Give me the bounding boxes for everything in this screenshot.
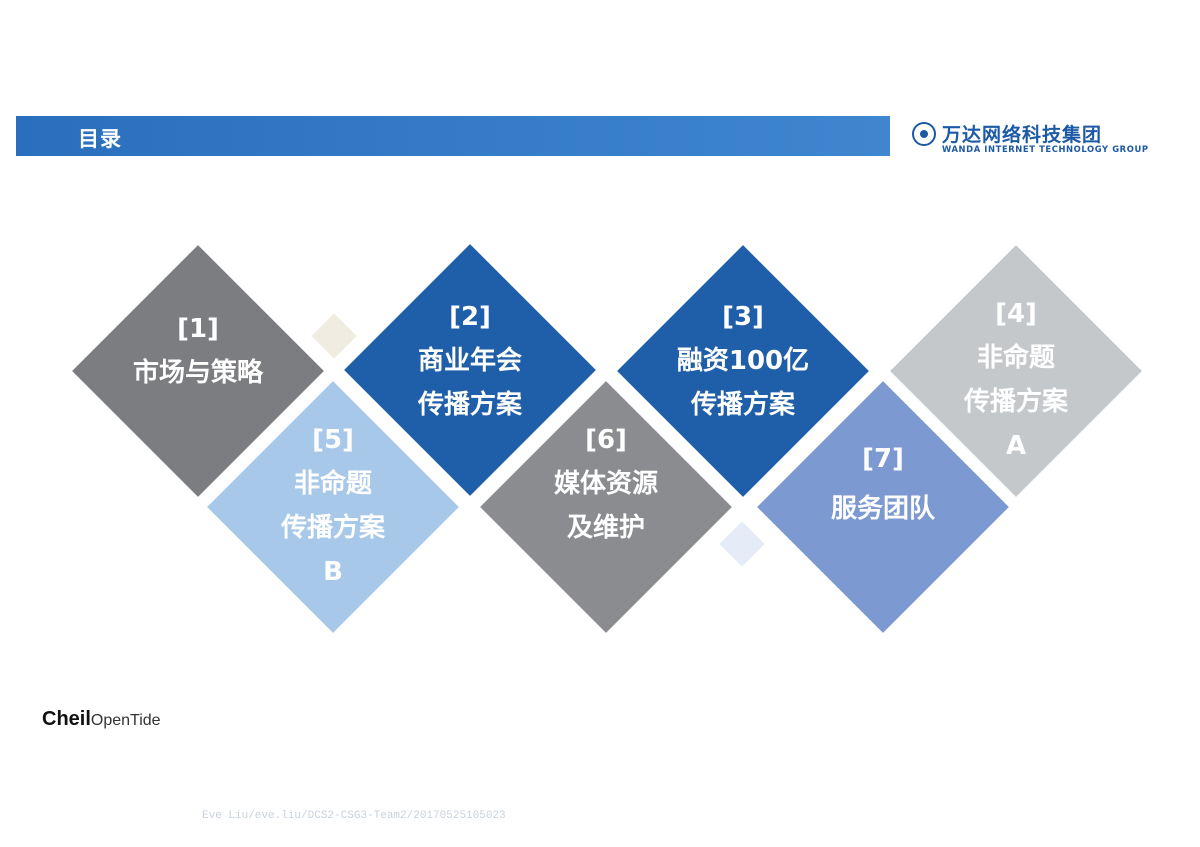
section-label-4: [4] 非命题 传播方案 A [916,292,1116,468]
section-number: [4] [995,299,1037,329]
section-label-3: [3] 融资100亿 传播方案 [643,295,843,427]
section-subtitle: 传播方案 [417,390,522,420]
section-subtitle: 传播方案 [690,390,795,420]
section-variant: A [1005,431,1027,461]
decorative-diamond [719,521,765,567]
section-subtitle: 传播方案 [963,387,1068,417]
section-label-6: [6] 媒体资源 及维护 [506,418,706,550]
brand-name-en: WANDA INTERNET TECHNOLOGY GROUP [942,144,1149,154]
section-number: [5] [312,425,354,455]
section-number: [6] [585,425,627,455]
wanda-logo-icon [912,122,936,146]
section-label-5: [5] 非命题 传播方案 B [233,418,433,594]
section-title: 非命题 [976,343,1055,373]
logo-bold-text: Cheil [42,708,91,730]
cheil-logo: CheilOpenTide [42,708,161,731]
brand-name-cn: 万达网络科技集团 [942,124,1103,146]
section-title: 商业年会 [417,346,522,376]
section-subtitle: 传播方案 [280,513,385,543]
section-title: 非命题 [293,469,372,499]
section-subtitle: 及维护 [566,513,645,543]
section-title: 媒体资源 [553,469,658,499]
section-label-7: [7] 服务团队 [783,437,983,531]
section-label-2: [2] 商业年会 传播方案 [370,295,570,427]
section-title: 市场与策略 [132,358,263,388]
decorative-diamond [311,313,357,359]
logo-light-text: OpenTide [90,712,161,729]
section-number: [2] [449,302,491,332]
section-variant: B [323,557,343,587]
section-label-1: [1] 市场与策略 [98,307,298,395]
section-number: [1] [177,314,219,344]
section-number: [7] [862,444,904,474]
section-title: 融资100亿 [676,346,810,376]
section-number: [3] [722,302,764,332]
brand-logo: 万达网络科技集团 WANDA INTERNET TECHNOLOGY GROUP [912,120,1152,160]
header-bar: 目录 [16,116,890,156]
page-title: 目录 [78,127,122,151]
section-title: 服务团队 [830,494,935,524]
document-watermark: Eve Liu/eve.liu/DCS2-CSG3-Team2/20170525… [202,810,506,822]
